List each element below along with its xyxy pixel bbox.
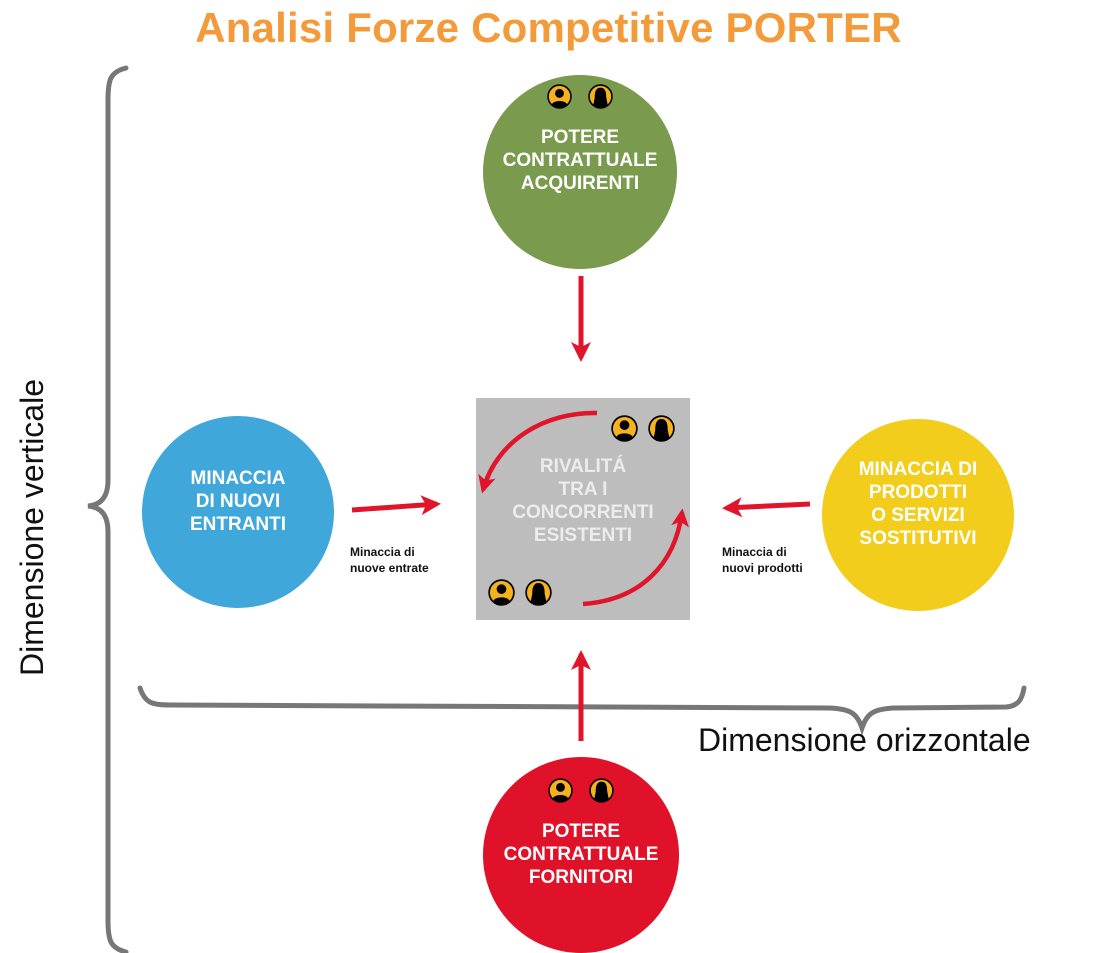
new-entrants-label-line: MINACCIA: [190, 468, 286, 489]
arrow-label-line: nuove entrate: [350, 561, 429, 575]
new-entrants-label: MINACCIA DI NUOVI ENTRANTI: [138, 467, 338, 536]
rivalry-label-line: CONCORRENTI: [512, 502, 654, 523]
arrow-label-line: nuovi prodotti: [722, 561, 803, 575]
person-female-icon: [588, 84, 613, 109]
suppliers-label-line: CONTRATTUALE: [503, 844, 659, 865]
horizontal-brace: [137, 685, 1027, 736]
substitutes-label-line: PRODOTTI: [868, 482, 968, 503]
buyers-label-line: POTERE: [540, 127, 620, 148]
rivalry-arrow-bottom: [582, 508, 690, 607]
vertical-dimension-label: Dimensione verticale: [14, 378, 50, 676]
arrow-label-new-entrants: Minaccia di nuove entrate: [350, 544, 429, 576]
buyers-label-line: ACQUIRENTI: [520, 173, 640, 194]
arrow-new-entrants-right: [351, 495, 441, 516]
diagram-title: Analisi Forze Competitive PORTER: [195, 4, 902, 51]
substitutes-label-line: MINACCIA DI: [858, 459, 978, 480]
person-icon: [547, 84, 572, 109]
rivalry-label: RIVALITÁ TRA I CONCORRENTI ESISTENTI: [483, 455, 683, 547]
suppliers-label-line: POTERE: [541, 821, 621, 842]
suppliers-label-line: FORNITORI: [528, 867, 634, 888]
rivalry-label-line: RIVALITÁ: [539, 456, 627, 477]
new-entrants-label-line: ENTRANTI: [189, 514, 287, 535]
person-icon: [611, 415, 638, 442]
substitutes-label: MINACCIA DI PRODOTTI O SERVIZI SOSTITUTI…: [818, 458, 1018, 550]
arrow-label-line: Minaccia di: [722, 545, 787, 559]
arrow-substitutes-left: [722, 497, 811, 518]
arrow-label-substitutes: Minaccia di nuovi prodotti: [722, 544, 803, 576]
horizontal-dimension-label: Dimensione orizzontale: [698, 722, 1031, 758]
rivalry-label-line: ESISTENTI: [533, 525, 633, 546]
buyers-label: POTERE CONTRATTUALE ACQUIRENTI: [480, 126, 680, 195]
circle-buyers: [483, 75, 677, 269]
vertical-brace: [87, 65, 129, 953]
new-entrants-label-line: DI NUOVI: [195, 491, 281, 512]
buyers-label-line: CONTRATTUALE: [502, 150, 658, 171]
person-icon: [488, 579, 515, 606]
person-female-icon: [648, 415, 675, 442]
rivalry-arrow-top: [478, 410, 598, 494]
person-icon: [548, 778, 573, 803]
circle-substitutes: [822, 419, 1014, 611]
circle-suppliers: [483, 757, 679, 953]
substitutes-label-line: SOSTITUTIVI: [859, 528, 977, 549]
circle-new-entrants: [142, 416, 334, 608]
person-female-icon: [589, 778, 614, 803]
rivalry-label-line: TRA I: [558, 479, 608, 500]
suppliers-label: POTERE CONTRATTUALE FORNITORI: [481, 820, 681, 889]
arrow-label-line: Minaccia di: [350, 545, 415, 559]
substitutes-label-line: O SERVIZI: [871, 505, 965, 526]
person-female-icon: [525, 579, 552, 606]
